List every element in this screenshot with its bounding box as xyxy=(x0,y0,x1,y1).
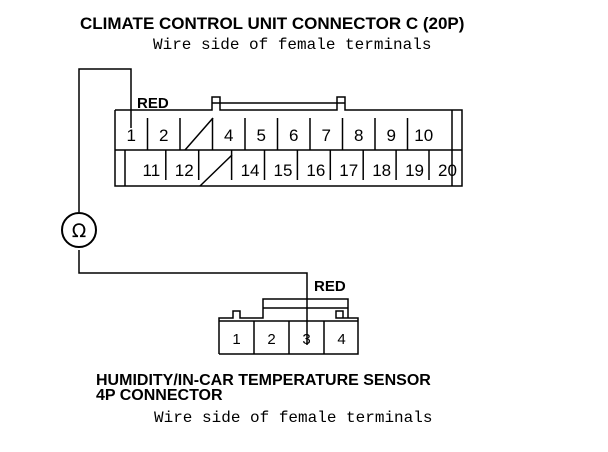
ohmmeter: Ω xyxy=(61,212,97,248)
connector-c-pin-label: 19 xyxy=(405,161,424,180)
connector-c-pin-label: 5 xyxy=(257,126,266,145)
connector-c-top-labels: 1 2 4 5 6 7 8 9 10 xyxy=(127,126,434,145)
connector-c-pin-label: 7 xyxy=(322,126,331,145)
connector-c-pin-label: 17 xyxy=(339,161,358,180)
connector-c-pin-label: 15 xyxy=(273,161,292,180)
connector-c-outline xyxy=(114,96,463,187)
sensor-pin-label: 1 xyxy=(232,331,240,348)
connector-c-pin-label: 2 xyxy=(159,126,168,145)
sensor-title-line2: 4P CONNECTOR xyxy=(96,387,223,404)
sensor-subtitle: Wire side of female terminals xyxy=(154,409,433,427)
connector-c-pin-label: 6 xyxy=(289,126,298,145)
test-leads xyxy=(78,68,308,345)
sensor-pin-label: 4 xyxy=(337,331,345,348)
connector-c-pin-label: 11 xyxy=(143,161,161,180)
sensor-wire-color: RED xyxy=(314,278,346,295)
ohm-symbol: Ω xyxy=(72,220,87,242)
connector-c-empty-cavity-13 xyxy=(199,154,233,187)
connector-c-pin-label: 9 xyxy=(387,126,396,145)
sensor-pin-label: 2 xyxy=(267,331,275,348)
connector-c-title: CLIMATE CONTROL UNIT CONNECTOR C (20P) xyxy=(80,14,465,33)
connector-c-pin-label: 10 xyxy=(414,126,433,145)
sensor-pin-labels: 1 2 3 4 xyxy=(232,331,345,348)
sensor-pin-label: 3 xyxy=(302,331,310,348)
sensor-connector xyxy=(218,298,359,355)
connector-c-subtitle: Wire side of female terminals xyxy=(153,36,432,54)
connector-c-pin-label: 8 xyxy=(354,126,363,145)
connector-c-wire-color: RED xyxy=(137,95,169,112)
connector-c-pin-label: 12 xyxy=(175,161,194,180)
ohmmeter-icon xyxy=(61,212,97,248)
connector-c-pin-label: 14 xyxy=(241,161,260,180)
connector-c-empty-cavity-3 xyxy=(184,117,214,151)
connector-c-pin-label: 4 xyxy=(224,126,233,145)
lead-to-sensor-pin-3 xyxy=(78,250,308,345)
connector-c-bottom-labels: 11 12 14 15 16 17 18 19 20 xyxy=(143,161,457,180)
sensor-title-line1: HUMIDITY/IN-CAR TEMPERATURE SENSOR xyxy=(96,372,431,389)
connector-c-pin-label: 16 xyxy=(306,161,325,180)
connector-c-top-cells xyxy=(146,118,409,150)
lead-to-pin-1 xyxy=(78,68,132,212)
connector-c-pin-label: 20 xyxy=(438,161,457,180)
connector-c xyxy=(114,96,463,187)
connector-c-pin-label: 1 xyxy=(127,126,136,145)
connector-c-pin-label: 18 xyxy=(372,161,391,180)
connector-c-bottom-cells xyxy=(165,150,430,180)
sensor-connector-outline xyxy=(218,298,359,355)
